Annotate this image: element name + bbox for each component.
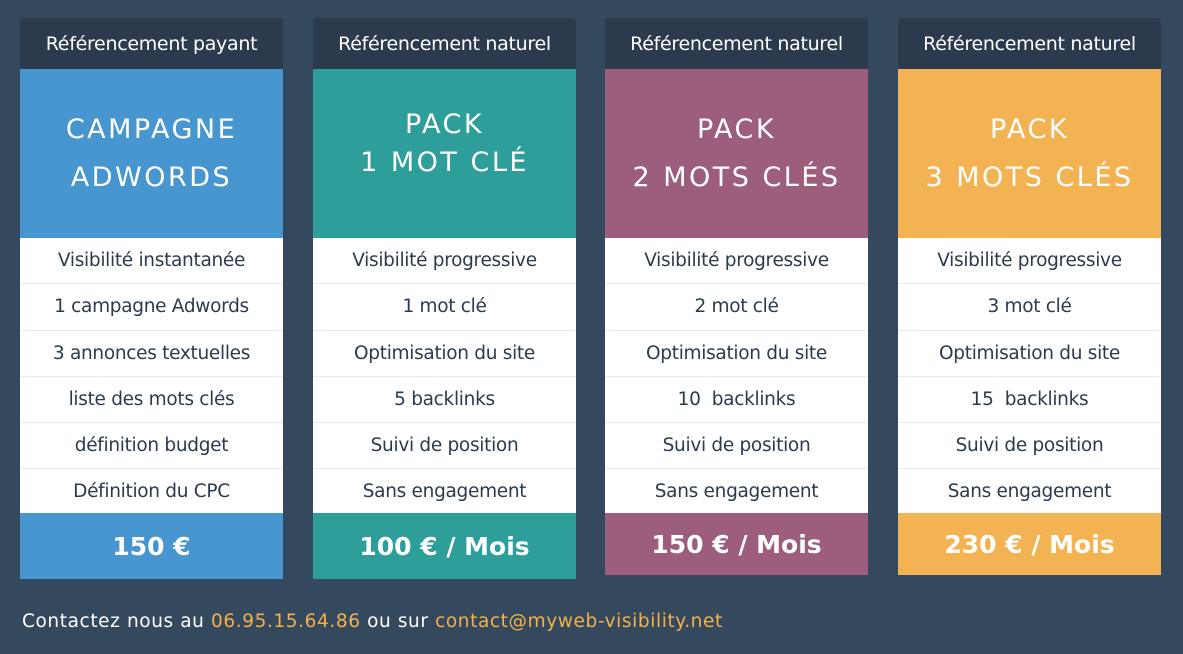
email-link[interactable]: contact@myweb-visibility.net — [435, 611, 723, 632]
feature-item: Visibilité progressive — [313, 238, 576, 285]
card-title-line1: PACK — [696, 113, 777, 145]
pricing-card: Référencement payant CAMPAGNE ADWORDS Vi… — [20, 18, 283, 580]
feature-item: 5 backlinks — [313, 377, 576, 424]
feature-item: 10 backlinks — [605, 377, 868, 424]
feature-item: 2 mot clé — [605, 284, 868, 331]
card-title: PACK 3 MOTS CLÉS — [898, 69, 1161, 238]
feature-item: 1 mot clé — [313, 284, 576, 331]
card-title: PACK 1 MOT CLÉ — [313, 69, 576, 238]
pricing-card: Référencement naturel PACK 1 MOT CLÉ Vis… — [313, 18, 576, 580]
card-title-line2: 3 MOTS CLÉS — [925, 161, 1134, 193]
card-category: Référencement naturel — [605, 18, 868, 69]
feature-item: Sans engagement — [362, 480, 527, 502]
feature-item: Suivi de position — [313, 423, 576, 470]
contact-footer: Contactez nous au 06.95.15.64.86 ou sur … — [22, 611, 723, 632]
feature-item: 1 campagne Adwords — [20, 284, 283, 331]
card-category: Référencement naturel — [313, 18, 576, 69]
feature-item: 3 annonces textuelles — [20, 331, 283, 377]
feature-item: Visibilité progressive — [898, 238, 1161, 285]
card-title: PACK 2 MOTS CLÉS — [605, 69, 868, 238]
card-title-line1: PACK — [989, 113, 1070, 145]
contact-prefix: Contactez nous au — [22, 611, 211, 632]
card-category: Référencement naturel — [898, 18, 1161, 69]
feature-item: Suivi de position — [898, 423, 1161, 470]
feature-item: définition budget — [20, 423, 283, 470]
feature-item: Optimisation du site — [605, 331, 868, 377]
card-price[interactable]: 150 € — [20, 513, 283, 580]
contact-middle: ou sur — [360, 611, 436, 632]
feature-item: Sans engagement — [654, 480, 819, 502]
feature-item: 3 mot clé — [898, 284, 1161, 331]
pricing-card: Référencement naturel PACK 3 MOTS CLÉS V… — [898, 18, 1161, 576]
feature-item: Visibilité progressive — [605, 238, 868, 285]
card-category: Référencement payant — [20, 18, 283, 69]
card-title-line2: 1 MOT CLÉ — [360, 147, 529, 178]
feature-item: Visibilité instantanée — [20, 238, 283, 285]
card-title-line1: PACK — [404, 109, 485, 140]
feature-item: liste des mots clés — [20, 377, 283, 424]
card-price[interactable]: 150 € / Mois — [605, 513, 868, 576]
card-price[interactable]: 230 € / Mois — [898, 513, 1161, 576]
card-title-line2: 2 MOTS CLÉS — [632, 161, 841, 193]
card-title: CAMPAGNE ADWORDS — [20, 69, 283, 238]
feature-item: Sans engagement — [947, 480, 1112, 502]
feature-item: Optimisation du site — [313, 331, 576, 377]
feature-item: 15 backlinks — [898, 377, 1161, 424]
feature-item: Optimisation du site — [898, 331, 1161, 377]
card-price[interactable]: 100 € / Mois — [313, 513, 576, 580]
pricing-card: Référencement naturel PACK 2 MOTS CLÉS V… — [605, 18, 868, 576]
card-title-line1: CAMPAGNE — [65, 113, 238, 145]
feature-item: Suivi de position — [605, 423, 868, 470]
phone-link[interactable]: 06.95.15.64.86 — [210, 611, 361, 632]
card-title-line2: ADWORDS — [70, 161, 233, 193]
feature-item: Définition du CPC — [73, 480, 230, 502]
